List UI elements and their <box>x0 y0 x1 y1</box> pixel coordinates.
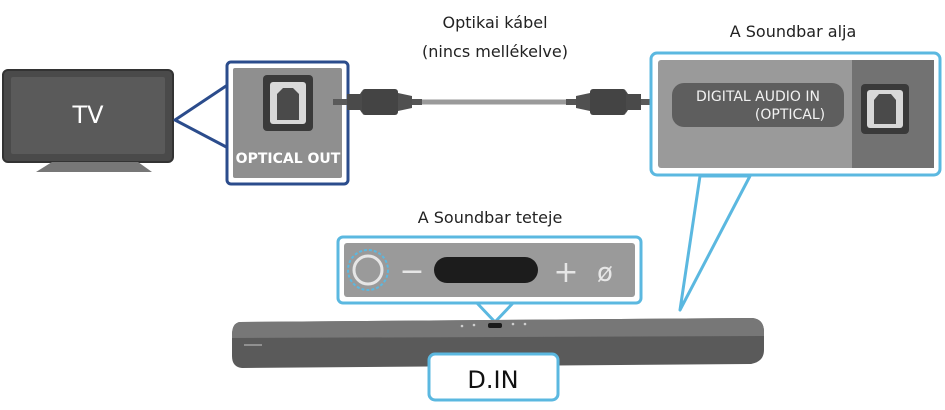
soundbar-bottom-label: A Soundbar alja <box>730 22 857 41</box>
soundbar-led-indicator <box>488 323 502 328</box>
digital-audio-in-panel: DIGITAL AUDIO IN (OPTICAL) <box>649 51 942 177</box>
tv-screen-inner <box>11 77 165 154</box>
din-label: D.IN <box>467 366 518 394</box>
top-callout-connector <box>474 300 516 324</box>
optical-out-label: OPTICAL OUT <box>236 151 341 167</box>
tv-device: TV <box>2 69 174 172</box>
soundbar-top-panel: − + ø <box>336 235 643 305</box>
digital-audio-in-label: DIGITAL AUDIO IN <box>696 89 820 105</box>
volume-down-label: − <box>399 254 424 289</box>
soundbar-body <box>232 318 764 368</box>
power-button-icon <box>352 254 384 286</box>
digital-audio-in-label-bg <box>672 83 844 127</box>
soundbar-top-label: A Soundbar teteje <box>418 208 563 227</box>
volume-up-label: + <box>553 255 578 290</box>
optical-out-panel: OPTICAL OUT <box>225 60 350 186</box>
optical-cable <box>333 89 655 115</box>
power-button-highlight <box>347 249 389 291</box>
din-display: D.IN <box>427 352 560 402</box>
mic-off-label: ø <box>597 258 613 288</box>
tv-callout-connector <box>173 80 234 152</box>
digital-audio-in-sublabel: (OPTICAL) <box>755 107 825 123</box>
optical-port-icon <box>263 75 313 131</box>
tv-label: TV <box>71 101 104 129</box>
cable-label-line1: Optikai kábel <box>442 13 547 32</box>
cable-label-line2: (nincs mellékelve) <box>422 42 568 61</box>
tv-stand <box>36 162 152 172</box>
display-window <box>434 257 538 283</box>
bottom-callout-connector <box>678 174 752 312</box>
optical-port-icon <box>861 84 909 134</box>
